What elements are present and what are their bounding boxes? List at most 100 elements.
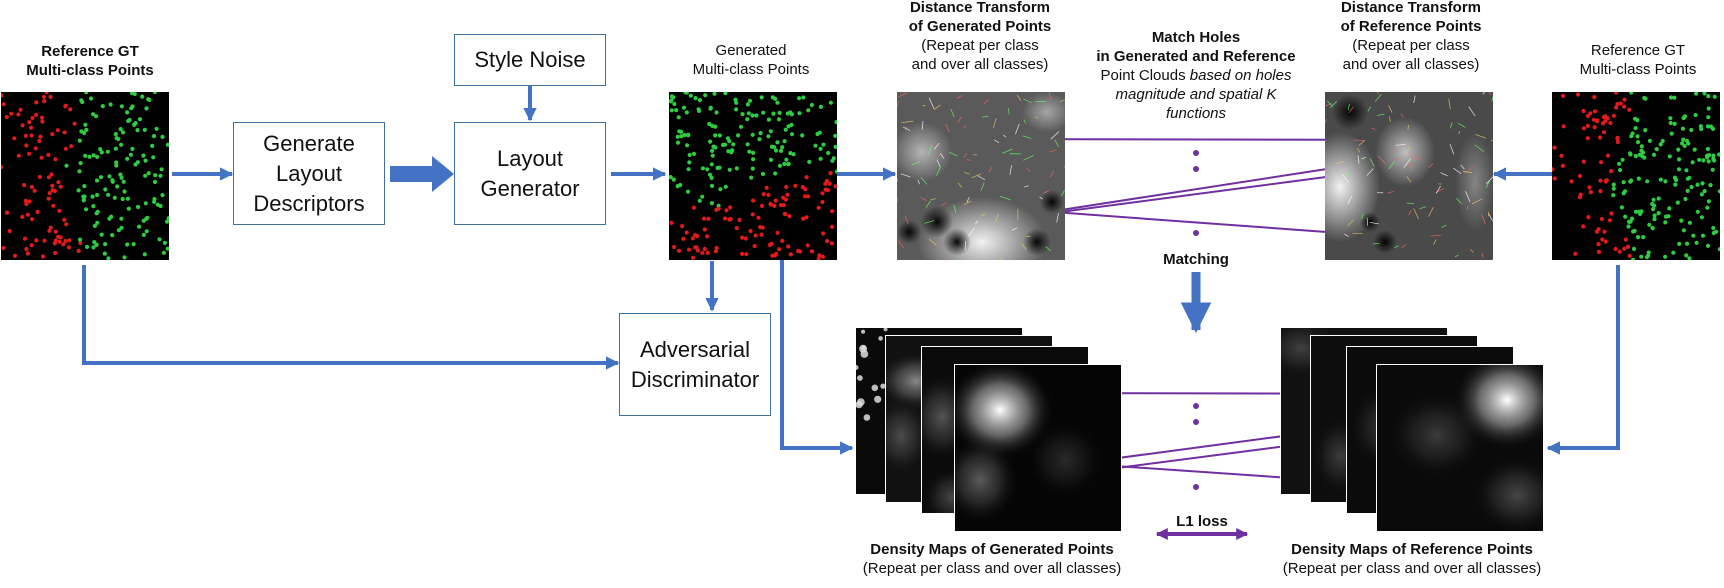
point-marker [764, 185, 769, 190]
point-marker [672, 101, 677, 107]
label-text: Point Clouds [1100, 67, 1190, 84]
point-marker [1629, 92, 1634, 95]
point-marker [22, 183, 27, 188]
point-marker [705, 167, 710, 172]
point-marker [16, 112, 21, 117]
point-marker [695, 233, 700, 239]
dt-tick [1376, 113, 1385, 116]
point-marker [676, 115, 681, 120]
point-marker [120, 196, 125, 202]
ref-left-label: Reference GT Multi-class Points [0, 42, 180, 80]
point-marker [727, 167, 732, 172]
point-marker [9, 111, 14, 116]
label-line: of Reference Points [1340, 18, 1482, 35]
dt-tick [925, 200, 931, 208]
dt-tick [1448, 98, 1451, 110]
point-marker [710, 153, 715, 158]
label-line: Reference GT [1590, 42, 1686, 59]
dt-tick [939, 152, 945, 160]
point-marker [818, 146, 823, 151]
point-marker [728, 205, 733, 210]
point-marker [771, 145, 777, 150]
point-marker [1681, 137, 1686, 142]
point-marker [165, 142, 169, 147]
point-marker [758, 225, 763, 230]
point-marker [57, 208, 62, 213]
point-marker [30, 217, 35, 222]
point-marker [1681, 228, 1686, 233]
dt-tick [1465, 191, 1471, 203]
dt-tick [999, 195, 1011, 201]
point-marker [798, 249, 803, 254]
point-marker [734, 107, 739, 112]
point-marker [726, 149, 731, 154]
point-marker [756, 215, 761, 220]
dt-tick [1387, 191, 1394, 194]
point-marker [1677, 241, 1682, 246]
density-blob [871, 384, 879, 392]
point-marker [142, 127, 147, 132]
generate-layout-descriptors-box: Generate Layout Descriptors [233, 122, 385, 225]
point-marker [1581, 159, 1586, 164]
dt-tick [1419, 206, 1427, 210]
label-line: Match Holes [1151, 29, 1241, 46]
point-marker [22, 236, 28, 241]
point-marker [32, 188, 37, 193]
point-marker [1560, 163, 1565, 168]
dt-tick [911, 161, 921, 166]
generated-label: Generated Multi-class Points [666, 41, 836, 79]
point-marker [142, 252, 147, 257]
point-marker [1656, 211, 1661, 216]
dt-tick [933, 142, 940, 150]
point-marker [1604, 178, 1609, 183]
point-marker [92, 240, 97, 245]
point-marker [736, 133, 741, 138]
point-marker [119, 104, 124, 109]
label-line: functions [1165, 105, 1227, 122]
point-marker [675, 140, 681, 145]
point-marker [1689, 127, 1694, 133]
point-marker [1692, 147, 1697, 152]
point-marker [77, 169, 82, 174]
dt-tick [1474, 144, 1484, 152]
dt-tick [1428, 163, 1434, 168]
point-marker [783, 127, 788, 132]
point-marker [112, 195, 117, 200]
density-reference-label: Density Maps of Reference Points (Repeat… [1252, 540, 1572, 578]
point-marker [681, 236, 686, 241]
density-blob [860, 350, 869, 358]
point-marker [1576, 92, 1581, 97]
point-marker [141, 232, 146, 237]
point-marker [1594, 229, 1599, 234]
point-marker [56, 180, 61, 185]
dt-tick [1491, 95, 1493, 102]
style-noise-box: Style Noise [454, 34, 606, 86]
point-marker [1618, 101, 1623, 106]
point-marker [1643, 128, 1648, 133]
point-marker [40, 254, 46, 259]
point-marker [125, 242, 130, 247]
point-marker [1627, 219, 1632, 224]
point-marker [1672, 175, 1678, 180]
point-marker [714, 245, 719, 250]
point-marker [1, 165, 4, 170]
point-marker [818, 104, 823, 109]
ellipsis-dot [1193, 403, 1199, 409]
point-marker [777, 163, 782, 168]
dt-tick [1410, 163, 1412, 172]
point-marker [1667, 206, 1672, 211]
point-marker [677, 129, 682, 134]
point-marker [1654, 147, 1659, 152]
point-marker [771, 111, 776, 116]
point-marker [145, 215, 150, 220]
dt-tick [999, 256, 1004, 260]
point-marker [25, 251, 30, 256]
point-marker [127, 117, 132, 123]
point-marker [709, 201, 714, 206]
point-marker [751, 150, 756, 155]
point-marker [1581, 108, 1586, 114]
point-marker [105, 149, 110, 154]
point-marker [94, 178, 100, 183]
point-marker [1651, 207, 1656, 212]
point-marker [83, 122, 88, 127]
